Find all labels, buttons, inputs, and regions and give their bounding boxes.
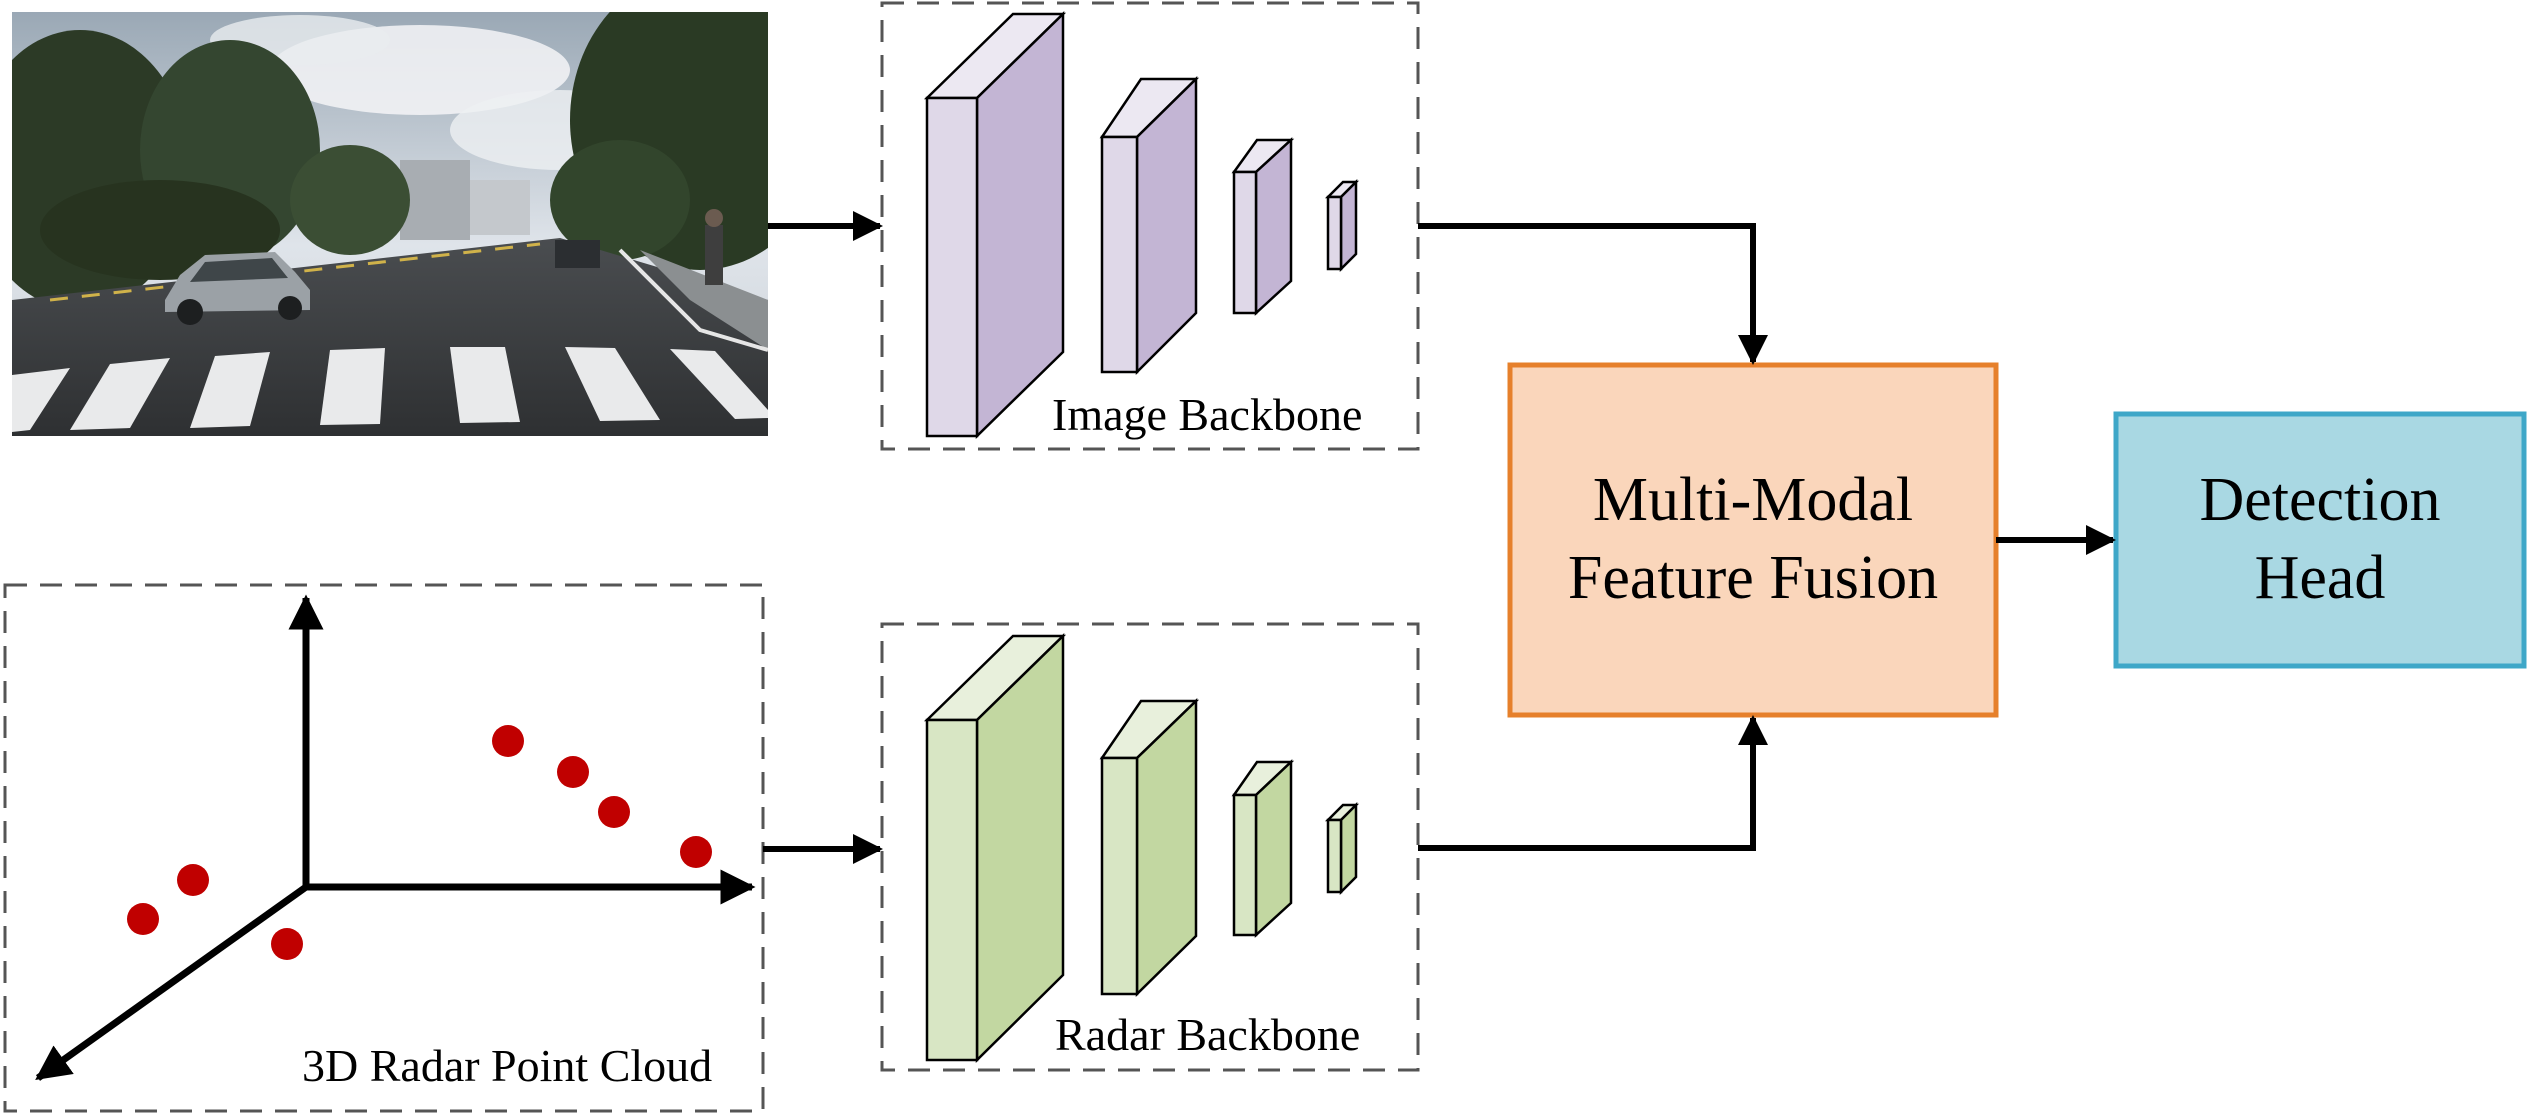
radar-point-cloud-label: 3D Radar Point Cloud bbox=[302, 1040, 712, 1091]
radar-backbone-layers bbox=[923, 633, 1360, 1063]
radar-point bbox=[271, 928, 303, 960]
radar-point bbox=[598, 796, 630, 828]
street-photo bbox=[12, 12, 768, 436]
detection-head-line1: Detection bbox=[2199, 466, 2440, 534]
radar-point bbox=[492, 725, 524, 757]
image-layer-2 bbox=[1099, 76, 1200, 376]
detection-head-box bbox=[2113, 411, 2527, 669]
fusion-label-line1: Multi-Modal bbox=[1593, 466, 1913, 534]
detection-head-line2: Head bbox=[2255, 544, 2386, 612]
radar-point bbox=[127, 903, 159, 935]
3d-axes-icon bbox=[35, 594, 756, 1081]
image-layer-1 bbox=[923, 11, 1067, 439]
arrow-radar-backbone-to-fusion bbox=[1418, 715, 1768, 851]
image-backbone-layers bbox=[923, 11, 1360, 439]
radar-point bbox=[557, 756, 589, 788]
radar-points bbox=[127, 725, 712, 960]
radar-point bbox=[177, 864, 209, 896]
image-layer-4 bbox=[1324, 178, 1360, 273]
radar-layer-1 bbox=[923, 633, 1067, 1063]
radar-layer-2 bbox=[1099, 698, 1200, 997]
flow-arrows bbox=[763, 211, 2116, 864]
fusion-label-line2: Feature Fusion bbox=[1568, 544, 1938, 612]
image-layer-3 bbox=[1231, 137, 1295, 316]
radar-layer-4 bbox=[1324, 801, 1360, 896]
image-backbone-label: Image Backbone bbox=[1052, 389, 1362, 440]
radar-point-cloud-box bbox=[3, 583, 765, 1113]
radar-layer-3 bbox=[1231, 759, 1295, 938]
arrow-image-backbone-to-fusion bbox=[1418, 223, 1768, 365]
fusion-box bbox=[1507, 362, 1999, 718]
radar-backbone-label: Radar Backbone bbox=[1055, 1009, 1360, 1060]
radar-point bbox=[680, 836, 712, 868]
